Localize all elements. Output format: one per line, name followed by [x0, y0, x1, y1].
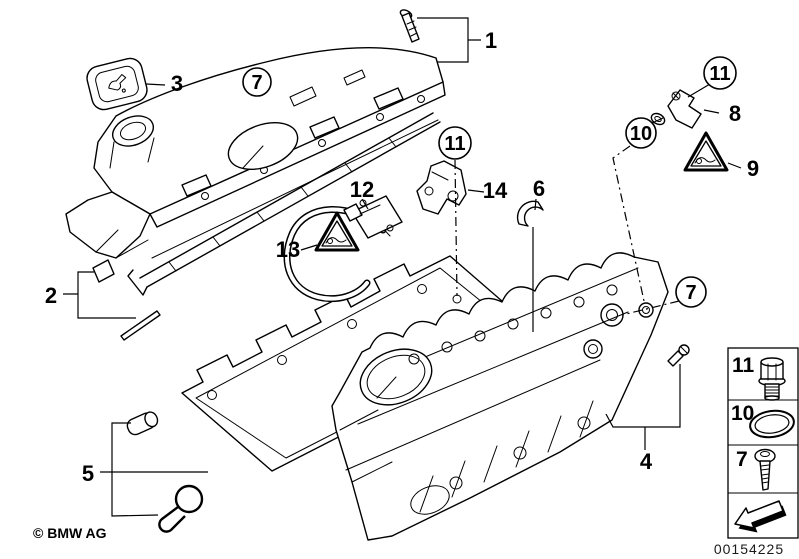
bearing-shell-drawing	[516, 200, 544, 227]
copyright-text: © BMW AG	[33, 525, 107, 541]
hex-flange-bolt-icon	[758, 357, 786, 401]
warning-triangle-icon	[683, 131, 729, 172]
ignition-rail-drawing	[127, 112, 441, 296]
callout-8[interactable]: 8	[729, 101, 741, 126]
callout-circle-7-cover[interactable]: 7	[242, 67, 272, 97]
callout-label[interactable]: 3	[171, 71, 183, 96]
callout-label[interactable]: 10	[630, 123, 652, 145]
legend-ref[interactable]: 11	[732, 354, 755, 377]
cylinder-head-drawing	[331, 252, 669, 541]
callout-2[interactable]: 2	[45, 283, 57, 308]
stud-hole	[452, 294, 462, 304]
callout-14[interactable]: 14	[483, 178, 508, 203]
sensor-bracket-drawing	[416, 160, 467, 215]
callout-label[interactable]: 11	[709, 63, 730, 85]
cover-skirt	[65, 191, 151, 259]
fastener-legend: 11 10 7	[727, 347, 799, 539]
legend-ref[interactable]: 10	[731, 402, 754, 425]
callout-label[interactable]: 5	[82, 461, 94, 486]
callout-1[interactable]: 1	[485, 28, 497, 53]
callout-3[interactable]: 3	[171, 71, 183, 96]
callout-label[interactable]: 4	[640, 449, 653, 474]
warning-triangle-icon	[314, 211, 360, 252]
valve-cover-drawing	[65, 47, 446, 259]
callout-4[interactable]: 4	[640, 449, 653, 474]
oil-can-icon	[108, 74, 127, 91]
legend-row-11[interactable]: 11	[732, 354, 786, 401]
pan-head-screw-icon	[754, 448, 776, 491]
callout-13[interactable]: 13	[276, 237, 300, 262]
leader-lines	[63, 17, 742, 517]
callout-label[interactable]: 6	[533, 176, 545, 201]
cover-bolt-drawing	[399, 9, 420, 43]
legend-row-7[interactable]: 7	[736, 448, 776, 491]
callout-label[interactable]: 1	[485, 28, 497, 53]
callout-label[interactable]: 11	[444, 133, 465, 155]
profile-seal-pieces-drawing	[92, 259, 161, 341]
callout-circle-10[interactable]: 10	[625, 117, 657, 149]
callout-label[interactable]: 12	[350, 177, 374, 202]
callout-9[interactable]: 9	[747, 156, 759, 181]
camshaft-sensor-drawing	[650, 89, 702, 129]
oil-filler-cap-drawing	[86, 57, 148, 111]
callout-label[interactable]: 7	[685, 282, 696, 304]
keyhole-grommet-drawing	[158, 484, 204, 533]
legend-ref[interactable]: 7	[736, 448, 748, 471]
callout-6[interactable]: 6	[533, 176, 545, 201]
callout-label[interactable]: 8	[729, 101, 741, 126]
sealing-plug-drawing	[126, 411, 159, 436]
oil-filler-neck	[109, 115, 155, 169]
callout-circle-7-head[interactable]: 7	[675, 276, 707, 308]
direction-arrow-icon	[734, 500, 787, 533]
legend-row-10[interactable]: 10	[731, 402, 796, 440]
callout-label[interactable]: 14	[483, 178, 508, 203]
callout-circle-11-bracket[interactable]: 11	[438, 126, 472, 160]
legend-row-arrow[interactable]	[734, 500, 787, 533]
callout-label[interactable]: 13	[276, 237, 300, 262]
head-bolt-drawing	[667, 344, 690, 367]
callout-label[interactable]: 7	[251, 72, 262, 94]
image-number: 00154225	[714, 541, 784, 557]
callout-label[interactable]: 9	[747, 156, 759, 181]
callout-label[interactable]: 2	[45, 283, 57, 308]
callout-5[interactable]: 5	[82, 461, 94, 486]
callout-circle-11-sensor[interactable]: 11	[703, 56, 737, 90]
callout-12[interactable]: 12	[350, 177, 374, 202]
solenoid-valve-drawing	[343, 195, 403, 239]
o-ring-icon	[749, 409, 795, 439]
